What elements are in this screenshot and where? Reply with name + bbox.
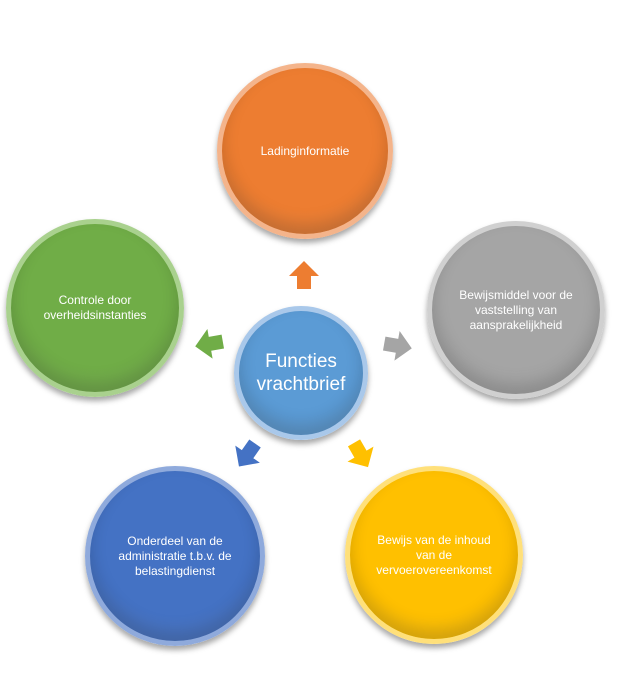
- center-label: Functies vrachtbrief: [256, 351, 346, 395]
- arrow-left-icon: [195, 329, 225, 359]
- node-controle-overheidsinstanties: Controle door overheidsinstanties: [6, 219, 184, 397]
- arrow-down-left-icon: [235, 439, 261, 467]
- arrow-up-icon: [289, 261, 319, 289]
- node-onderdeel-administratie: Onderdeel van de administratie t.b.v. de…: [85, 466, 265, 646]
- center-node-functies-vrachtbrief: Functies vrachtbrief: [234, 306, 368, 440]
- node-bewijsmiddel-aansprakelijkheid: Bewijsmiddel voor de vaststelling van aa…: [427, 221, 605, 399]
- node-label: Bewijs van de inhoud van de vervoerovere…: [376, 532, 492, 577]
- node-bewijs-vervoerovereenkomst: Bewijs van de inhoud van de vervoerovere…: [345, 466, 523, 644]
- arrow-right-icon: [382, 331, 412, 361]
- node-label: Controle door overheidsinstanties: [43, 293, 147, 322]
- node-ladinginformatie: Ladinginformatie: [217, 63, 393, 239]
- node-label: Bewijsmiddel voor de vaststelling van aa…: [459, 287, 573, 332]
- node-label: Onderdeel van de administratie t.b.v. de…: [118, 533, 232, 578]
- node-label: Ladinginformatie: [260, 143, 350, 158]
- arrow-down-right-icon: [347, 439, 374, 468]
